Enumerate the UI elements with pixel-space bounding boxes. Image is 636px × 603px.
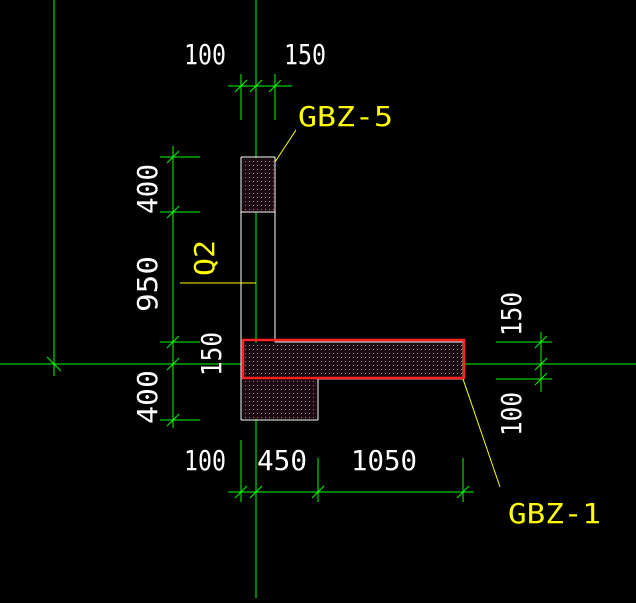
gbz1-hatch-horizontal [242, 343, 462, 378]
leader-lines [180, 129, 501, 488]
dim-left-950: 950 [131, 256, 164, 312]
dim-right-100: 100 [495, 392, 528, 436]
gbz5-leader [274, 129, 297, 163]
dim-bottom-450: 450 [257, 444, 307, 477]
component-labels: GBZ-5 GBZ-1 Q2 [188, 100, 601, 530]
q2-label[interactable]: Q2 [188, 240, 221, 276]
dim-left-150: 150 [195, 332, 228, 376]
dim-top-left: 100 [184, 38, 226, 71]
dim-left-400-top: 400 [131, 164, 164, 214]
gbz5-label[interactable]: GBZ-5 [298, 100, 393, 133]
gbz1-leader [462, 378, 501, 488]
dim-bottom-100: 100 [184, 444, 226, 477]
selection-box[interactable] [241, 338, 466, 380]
gbz1-label[interactable]: GBZ-1 [508, 497, 601, 530]
dim-bottom-1050: 1050 [351, 444, 417, 477]
dim-left-400-bottom: 400 [131, 370, 164, 424]
gbz1-hatch-corner [242, 378, 317, 419]
dim-right-150: 150 [495, 292, 528, 336]
column-hatching [241, 158, 462, 419]
axis-tick-left [46, 356, 62, 372]
dimension-texts: 100 150 400 950 150 400 100 450 1050 150… [131, 38, 528, 477]
gbz5-hatch [242, 158, 274, 212]
dim-top-right: 150 [284, 38, 326, 71]
dimension-lines [160, 74, 552, 502]
